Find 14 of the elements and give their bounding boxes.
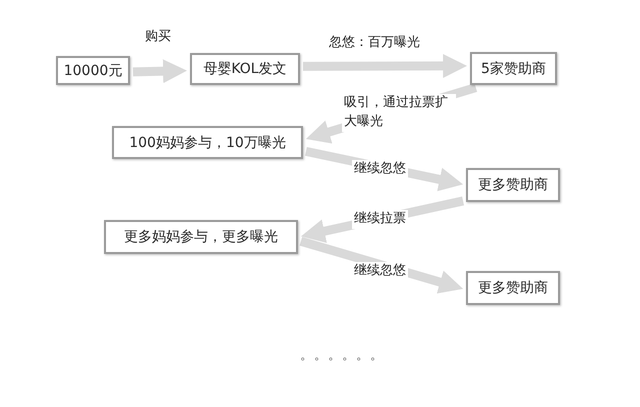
arrow — [132, 59, 187, 84]
edge-label: 继续拉票 — [352, 210, 408, 229]
process-box: 更多赞助商 — [466, 271, 560, 305]
arrow — [302, 54, 467, 78]
process-box: 10000元 — [56, 56, 130, 85]
process-box: 更多妈妈参与，更多曝光 — [104, 220, 298, 254]
process-box: 母婴KOL发文 — [190, 53, 300, 85]
edge-label: 继续忽悠 — [352, 160, 408, 179]
process-box: 更多赞助商 — [466, 168, 560, 202]
edge-label: 吸引，通过拉票扩大曝光 — [342, 94, 456, 132]
ellipsis-dots: 。。。。。。 — [300, 347, 384, 364]
process-box: 100妈妈参与，10万曝光 — [112, 126, 303, 159]
process-box: 5家赞助商 — [470, 52, 557, 85]
arrow — [300, 236, 464, 294]
